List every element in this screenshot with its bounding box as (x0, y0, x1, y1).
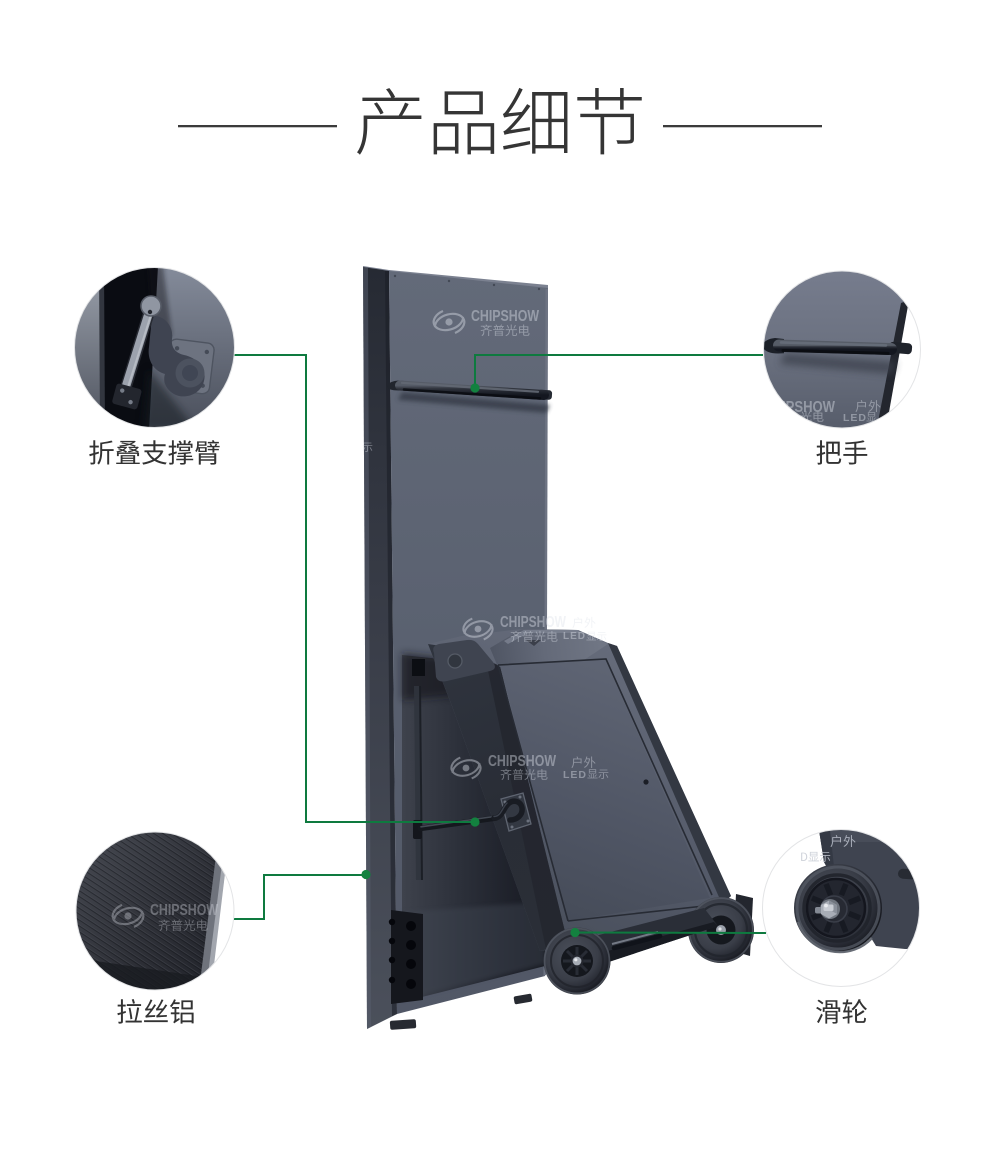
svg-text:LED: LED (843, 412, 867, 424)
svg-text:LED: LED (563, 631, 586, 642)
svg-text:LED: LED (563, 769, 587, 781)
svg-text:CHIPSHOW: CHIPSHOW (500, 614, 566, 631)
svg-text:IPSHOW: IPSHOW (782, 399, 836, 416)
svg-text:CHIPSHOW: CHIPSHOW (488, 753, 556, 770)
svg-text:CHIPSHOW: CHIPSHOW (471, 308, 540, 325)
svg-text:CHIPSHOW: CHIPSHOW (150, 902, 219, 919)
